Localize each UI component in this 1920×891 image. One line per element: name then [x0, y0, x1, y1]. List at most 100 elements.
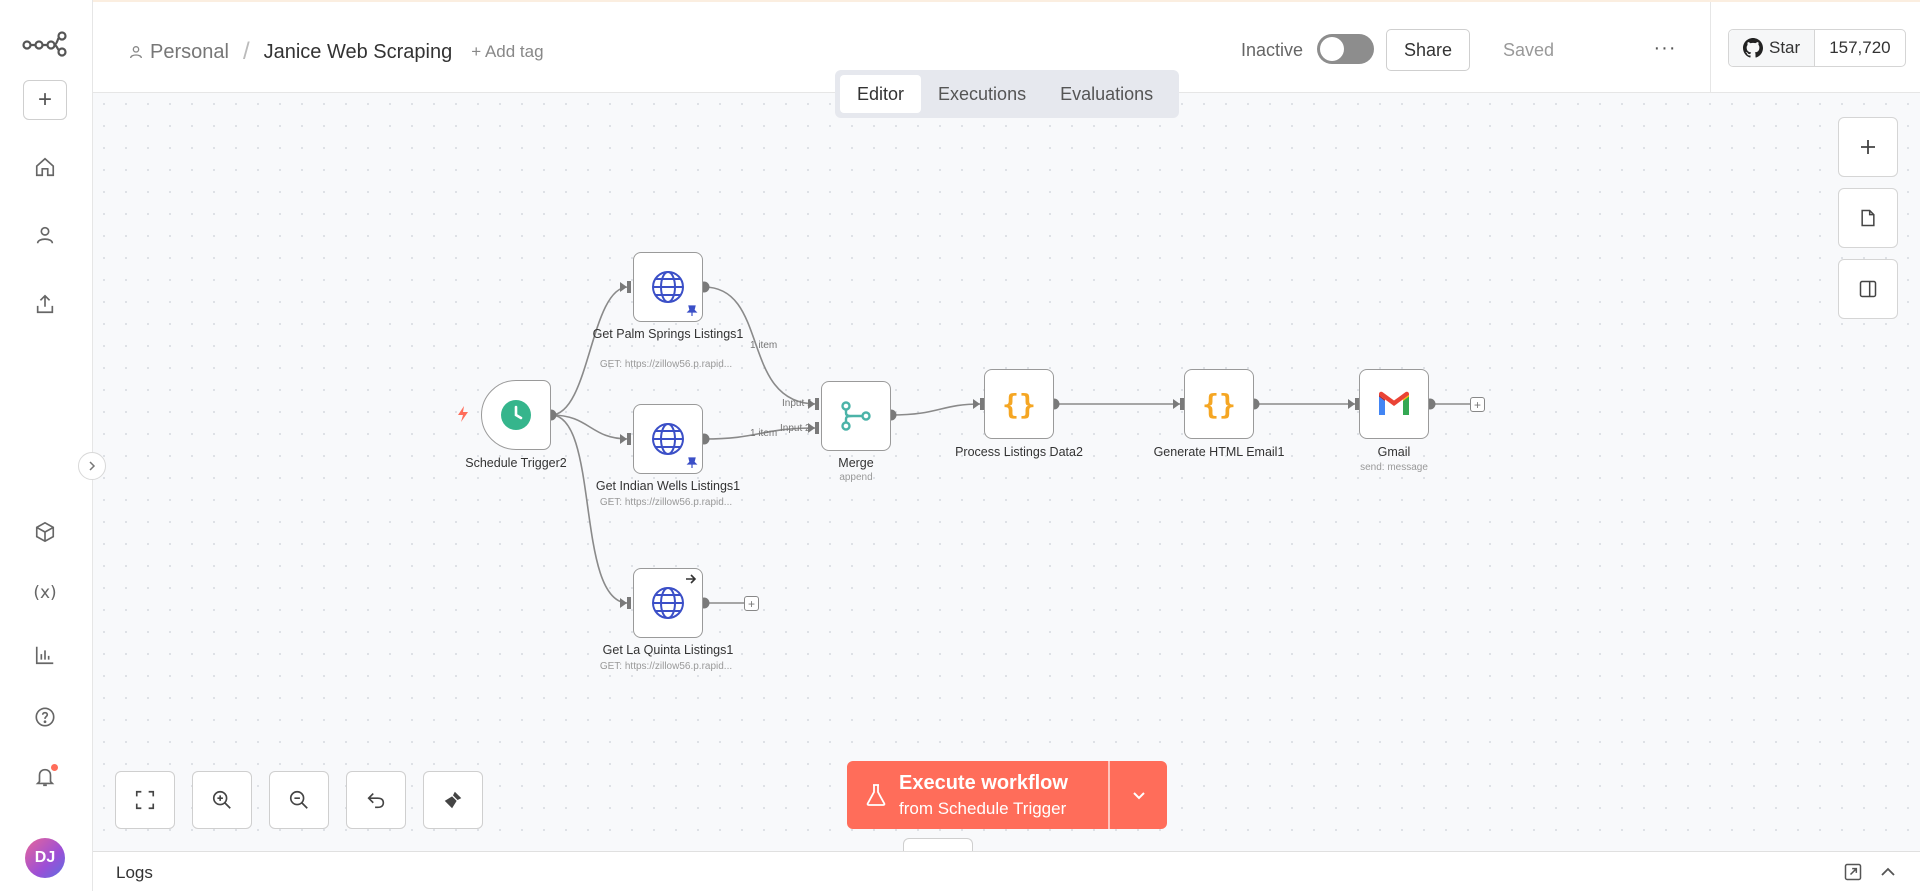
- workflow-name[interactable]: Janice Web Scraping: [263, 40, 453, 63]
- zoom-out-icon: [289, 790, 308, 809]
- node-schedule-trigger[interactable]: [481, 380, 551, 450]
- node-sub-palm: GET: https://zillow56.p.rapid...: [599, 359, 733, 370]
- home-icon[interactable]: [29, 151, 61, 183]
- chevron-up-icon[interactable]: [1879, 862, 1897, 882]
- add-icon[interactable]: +: [23, 80, 67, 120]
- undo-icon: [367, 792, 385, 809]
- undo-button[interactable]: [346, 771, 406, 829]
- execute-label: Execute workflow: [899, 771, 1068, 794]
- chevron-down-icon: [1132, 792, 1145, 800]
- bell-icon[interactable]: [29, 761, 61, 793]
- code-icon: {}: [1202, 387, 1236, 421]
- panel-icon: [1859, 280, 1877, 298]
- insights-icon[interactable]: [29, 639, 61, 671]
- globe-icon: [652, 587, 684, 619]
- help-icon[interactable]: [29, 701, 61, 733]
- saved-status: Saved: [1503, 40, 1555, 60]
- node-sub-gmail: send: message: [1360, 462, 1428, 473]
- pop-out-icon[interactable]: [1843, 862, 1863, 882]
- merge-input2-label: Input 2: [780, 423, 811, 434]
- cube-icon[interactable]: [29, 516, 61, 548]
- chevron-right-icon: [89, 461, 96, 471]
- n8n-logo-icon[interactable]: [22, 30, 68, 58]
- node-sub-merge: append: [839, 472, 873, 483]
- left-sidebar: + (x) DJ: [0, 0, 93, 891]
- trigger-bolt-icon: [458, 406, 468, 422]
- execute-sublabel: from Schedule Trigger: [899, 798, 1067, 818]
- tab-evaluations[interactable]: Evaluations: [1060, 83, 1154, 104]
- fullscreen-icon: [135, 790, 155, 810]
- user-icon[interactable]: [29, 219, 61, 251]
- node-label-html: Generate HTML Email1: [1153, 445, 1285, 459]
- header-divider: [1710, 2, 1711, 95]
- arrow-right-icon: [686, 574, 697, 584]
- active-toggle[interactable]: [1317, 34, 1374, 64]
- toggle-panel-button[interactable]: [1838, 259, 1898, 319]
- tab-executions[interactable]: Executions: [938, 83, 1027, 104]
- merge-icon: [841, 401, 871, 431]
- node-gmail[interactable]: [1359, 369, 1429, 439]
- node-label-process: Process Listings Data2: [955, 445, 1083, 459]
- avatar-initials: DJ: [34, 849, 56, 866]
- zoom-in-icon: [212, 790, 231, 809]
- code-icon: {}: [1002, 387, 1036, 421]
- breadcrumb-separator: /: [242, 38, 250, 65]
- project-link[interactable]: Personal: [150, 40, 229, 63]
- github-star-button[interactable]: Star: [1729, 30, 1816, 66]
- node-label-palm: Get Palm Springs Listings1: [592, 327, 744, 341]
- add-node-plus-icon[interactable]: +: [744, 596, 759, 611]
- node-generate-html[interactable]: {}: [1184, 369, 1254, 439]
- fit-view-button[interactable]: [115, 771, 175, 829]
- add-node-button[interactable]: [1838, 117, 1898, 177]
- edge-label-palm: 1 item: [750, 340, 778, 351]
- pin-icon: [686, 457, 698, 468]
- github-star-widget[interactable]: Star 157,720: [1728, 29, 1906, 67]
- sticky-note-button[interactable]: [1838, 188, 1898, 248]
- variables-icon[interactable]: (x): [33, 583, 57, 603]
- upload-icon[interactable]: [29, 288, 61, 320]
- github-star-count[interactable]: 157,720: [1829, 38, 1891, 57]
- breadcrumb: Personal / Janice Web Scraping + Add tag: [128, 38, 544, 66]
- execute-separator: [1108, 761, 1110, 829]
- execute-main[interactable]: Execute workflow from Schedule Trigger: [847, 761, 1108, 829]
- notification-dot: [51, 764, 58, 771]
- avatar[interactable]: DJ: [25, 838, 65, 878]
- pin-icon: [686, 305, 698, 316]
- workflow-canvas[interactable]: [93, 93, 1920, 851]
- node-process-listings[interactable]: {}: [984, 369, 1054, 439]
- node-label-schedule: Schedule Trigger2: [465, 456, 567, 470]
- edge-label-indian: 1 item: [750, 428, 778, 439]
- zoom-out-button[interactable]: [269, 771, 329, 829]
- more-options-icon[interactable]: ···: [1653, 36, 1677, 59]
- panel-peek-tab[interactable]: [903, 838, 973, 852]
- add-tag-button[interactable]: + Add tag: [471, 42, 544, 61]
- github-star-label: Star: [1769, 38, 1801, 57]
- note-icon: [1861, 209, 1875, 227]
- node-sub-indian: GET: https://zillow56.p.rapid...: [599, 497, 733, 508]
- execute-dropdown[interactable]: [1110, 761, 1167, 829]
- node-label-merge: Merge: [838, 456, 874, 470]
- plus-icon: [1861, 140, 1875, 154]
- sidebar-collapse-button[interactable]: [78, 452, 106, 480]
- merge-input1-label: Input 1: [782, 398, 813, 409]
- node-indian-wells[interactable]: [633, 404, 703, 474]
- logs-bar[interactable]: Logs: [93, 851, 1920, 891]
- zoom-in-button[interactable]: [192, 771, 252, 829]
- node-merge[interactable]: [821, 381, 891, 451]
- globe-icon: [652, 423, 684, 455]
- tidy-up-button[interactable]: [423, 771, 483, 829]
- flask-icon: [866, 784, 886, 806]
- execute-workflow-button[interactable]: Execute workflow from Schedule Trigger: [847, 761, 1167, 829]
- globe-icon: [652, 271, 684, 303]
- node-palm-springs[interactable]: [633, 252, 703, 322]
- node-label-indian: Get Indian Wells Listings1: [595, 479, 741, 493]
- tab-editor[interactable]: Editor: [840, 75, 922, 113]
- share-button[interactable]: Share: [1386, 29, 1470, 71]
- gmail-icon: [1379, 391, 1409, 415]
- node-sub-laquinta: GET: https://zillow56.p.rapid...: [599, 661, 733, 672]
- clock-icon: [501, 400, 531, 430]
- node-la-quinta[interactable]: [633, 568, 703, 638]
- add-node-plus-icon[interactable]: +: [1470, 397, 1485, 412]
- toggle-knob: [1320, 37, 1344, 61]
- github-icon: [1743, 38, 1763, 58]
